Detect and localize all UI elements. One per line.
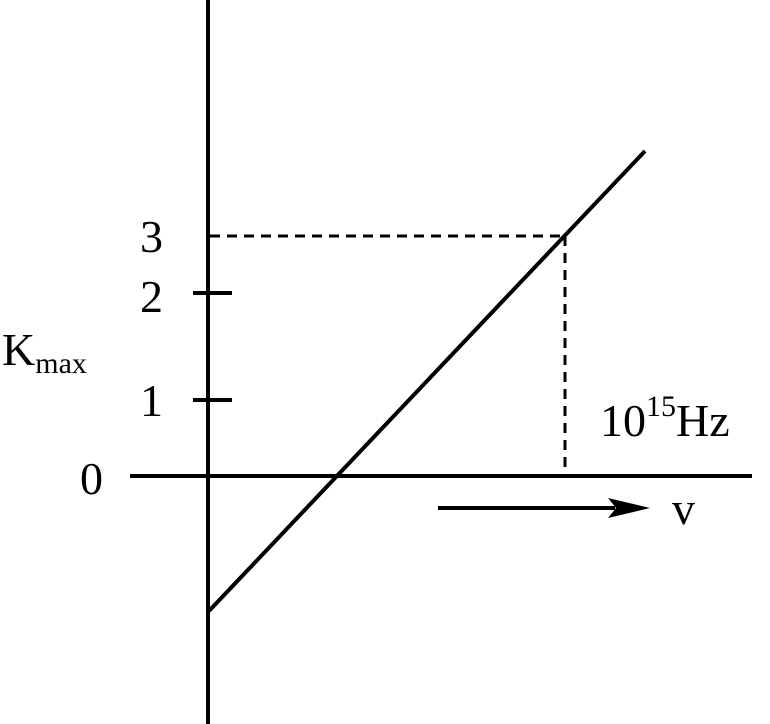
x-axis-label: v [672, 483, 695, 534]
y-axis-label-sub: max [35, 347, 87, 380]
x-unit-exp: 15 [646, 390, 676, 423]
x-unit-base: 10 [600, 395, 646, 446]
y-axis-label: Kmax [2, 324, 87, 380]
series-line [206, 149, 647, 614]
frequency-arrow-head-icon [608, 498, 650, 518]
x-unit-hz: Hz [676, 395, 730, 446]
y-tick-label-2: 2 [140, 271, 163, 322]
x-unit-label: 1015Hz [600, 390, 730, 446]
y-axis-label-main: K [2, 324, 35, 375]
y-tick-label-1: 1 [140, 375, 163, 426]
y-tick-label-0: 0 [80, 453, 103, 504]
y-tick-label-3: 3 [140, 211, 163, 262]
